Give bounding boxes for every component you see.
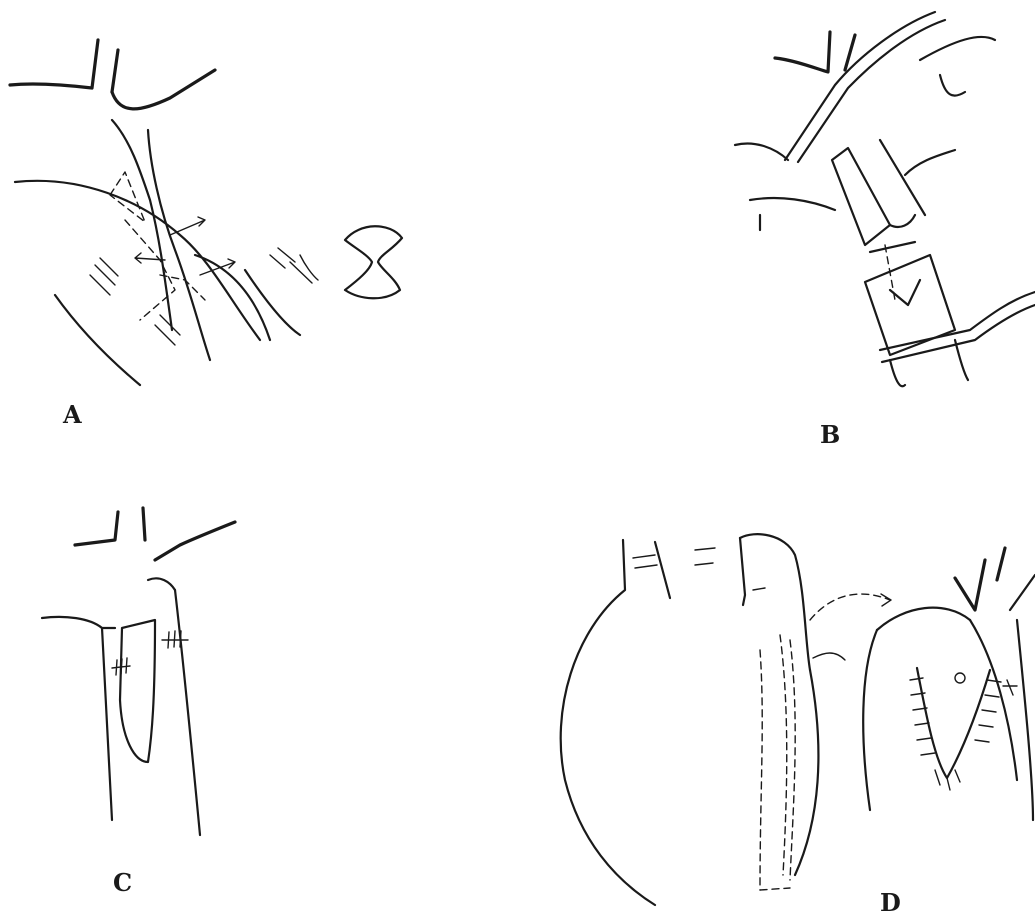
d-vessel-wall-right-outer [1017,620,1033,820]
b-upper-cylinder [832,148,890,245]
hatch-left [90,258,118,295]
d-dashed-strip-bottom [760,888,790,890]
b-lower-vessel-left [890,360,905,386]
branch-left [10,40,98,88]
d-aorta-neck-right [655,542,670,598]
b-clamp-top [920,37,995,60]
arrow-right-1 [170,217,205,235]
d-right-branch [955,560,985,610]
c-vessel-shoulder-left [42,617,115,628]
d-graft-mark [753,588,765,590]
c-vessel-wall-right [175,590,200,835]
c-patch [120,620,155,762]
d-sutures-bottom [935,770,960,790]
b-left-vessel [750,198,835,210]
b-lower-cylinder [865,255,955,355]
severed-stub [300,255,318,280]
d-right-branch-2 [997,548,1005,580]
panel-label-a: A [63,400,82,429]
d-suture-outer [1003,680,1017,695]
panel-label-d: D [880,888,901,917]
panel-a-sketch [0,0,430,440]
b-lower-vessel-right [955,340,968,380]
branch-right [112,70,215,109]
panel-label-b: B [820,420,840,449]
d-dashed-strip-right [790,640,795,880]
vessel-wall-right [148,130,210,360]
b-lower-triangle [890,280,920,305]
d-vessel-wall-right-inner [970,620,1017,780]
d-vessel-arch-outer [877,608,970,630]
d-graft-side [813,653,845,660]
d-dashed-strip-left [760,650,762,890]
hourglass-graft [345,226,402,298]
vessel-outer-curve [195,255,270,340]
d-graft-right-edge [795,670,818,875]
d-dashed-strip-mid [780,635,787,875]
c-branch-middle [143,508,145,540]
branch-middle [112,50,118,92]
d-sutures-left [910,678,935,755]
b-branch-left [775,32,830,72]
d-patch-circle [955,673,965,683]
c-branch-left [75,512,118,545]
b-clamp-hook [940,75,965,96]
c-vessel-top [148,578,175,590]
d-aorta-left-outline [561,540,655,905]
b-forceps-arm-2 [798,20,945,162]
d-neck-hatching-2 [695,548,715,565]
vessel-wall-left [112,120,172,330]
b-cut-edge-top [870,242,915,252]
panel-c: C [30,500,270,918]
panel-b: B [730,0,1035,450]
b-vessel-left-top [735,143,788,160]
panel-b-sketch [730,0,1035,450]
b-upper-vessel-right [880,140,925,215]
panel-c-sketch [30,500,270,918]
d-neck-hatching [633,555,657,568]
c-vessel-wall-left [102,628,112,820]
d-graft-top [740,534,810,670]
b-branch-crossing [905,150,955,175]
panel-d: D [555,520,1035,918]
panel-d-sketch [555,520,1035,918]
heart-contour-lower [55,295,140,385]
d-right-branch-3 [1010,575,1035,610]
c-branch-right [155,522,235,560]
d-graft-left-edge [740,538,745,605]
d-sutures-right [975,680,1001,742]
panel-a: A [0,0,430,440]
b-upper-cylinder-rim [890,215,915,227]
d-vessel-wall-left [863,630,877,810]
c-suture-right [162,631,188,648]
hatch-bottom [155,315,180,345]
d-dashed-arrow [810,594,890,620]
panel-label-c: C [113,868,132,897]
